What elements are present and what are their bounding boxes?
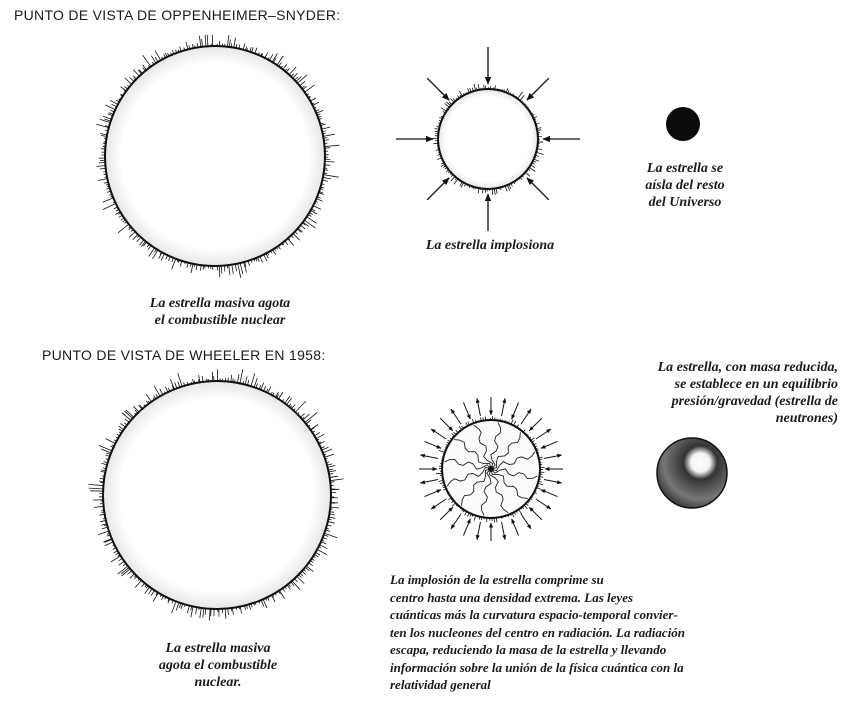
caption-massive-bottom: La estrella masiva agota el combustible … (118, 640, 318, 691)
top-heading: PUNTO DE VISTA DE OPPENHEIMER–SNYDER: (14, 7, 340, 23)
star-imploding (396, 47, 580, 231)
star-massive-top (96, 35, 339, 278)
caption-quantum-implosion: La implosión de la estrella comprime su … (390, 571, 840, 694)
star-quantum-implosion (419, 397, 563, 541)
bottom-heading: PUNTO DE VISTA DE WHEELER EN 1958: (42, 347, 326, 363)
caption-implodes: La estrella implosiona (390, 237, 590, 254)
caption-isolated: La estrella se aísla del resto del Unive… (615, 160, 755, 211)
star-massive-bottom (89, 369, 344, 620)
caption-massive-top: La estrella masiva agota el combustible … (95, 295, 345, 329)
black-hole-dot (666, 107, 700, 141)
neutron-star (657, 438, 727, 508)
caption-neutron-star: La estrella, con masa reducida, se estab… (588, 359, 838, 427)
